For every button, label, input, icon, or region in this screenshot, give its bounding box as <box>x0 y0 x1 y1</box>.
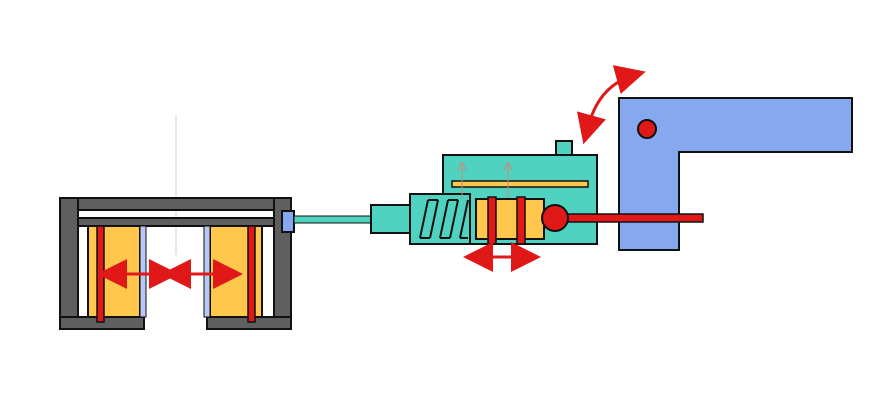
gripper-jaw-left-pad <box>139 225 147 318</box>
gripper-jaw-right-pin <box>247 225 256 323</box>
gripper-jaw-right-pad <box>203 225 211 318</box>
lever-rotation-arrow <box>576 65 646 145</box>
gripper-assembly <box>59 197 295 330</box>
link-arm <box>555 213 704 223</box>
actuator-piston <box>475 198 545 240</box>
lever-bracket <box>576 65 853 251</box>
spring-actuator <box>370 140 598 272</box>
gripper-jaw-left <box>87 225 141 318</box>
gripper-top-frame <box>59 197 292 211</box>
connecting-rod <box>293 215 373 224</box>
gripper-connector <box>281 210 295 233</box>
actuator-piston-pin-right <box>516 196 526 245</box>
actuator-spring <box>419 199 469 239</box>
gripper-jaw-left-pin <box>96 225 105 323</box>
link-pivot-joint <box>541 204 569 232</box>
actuator-nose <box>370 204 412 234</box>
actuator-top-port <box>555 140 573 156</box>
actuator-guide-rod <box>451 180 589 188</box>
gripper-left-wall <box>59 197 79 330</box>
lever-pivot <box>637 119 657 139</box>
gripper-guide-bar <box>77 217 275 227</box>
actuator-piston-pin-left <box>487 196 497 245</box>
